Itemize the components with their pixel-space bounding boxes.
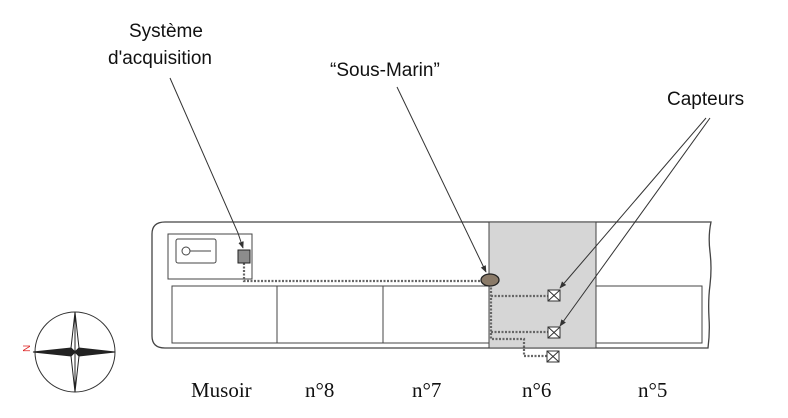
- section-label-musoir: Musoir: [191, 378, 252, 402]
- acquisition-label-line2: d'acquisition: [108, 48, 212, 69]
- pier-outline: [151, 221, 712, 349]
- section-n6-highlight: [488, 221, 597, 349]
- control-room-inner: [175, 238, 217, 264]
- section-label-n8: n°8: [305, 378, 334, 402]
- section-label-n7: n°7: [412, 378, 441, 402]
- cable-main: [242, 263, 481, 283]
- leader-capteur-1: [559, 117, 707, 289]
- control-room: [167, 233, 253, 280]
- caisson-musoir: [171, 285, 278, 344]
- sensor-2: [547, 326, 561, 339]
- leader-sous-marin: [396, 86, 487, 273]
- acquisition-label-line1: Système: [129, 21, 203, 42]
- section-label-n5: n°5: [638, 378, 667, 402]
- caisson-n5: [595, 285, 703, 344]
- sensors: [546, 289, 561, 363]
- cable-branch-vertical: [489, 284, 547, 358]
- capteurs-label: Capteurs: [667, 89, 744, 110]
- control-room-outline: [167, 233, 253, 280]
- sous-marin-label: “Sous-Marin”: [330, 60, 440, 81]
- sous-marin-node: [480, 273, 500, 287]
- control-room-symbol: [181, 246, 191, 256]
- caisson-n8: [276, 285, 384, 344]
- leader-capteur-2: [559, 117, 711, 327]
- cable-network: [242, 263, 548, 358]
- acquisition-system-box: [237, 249, 251, 264]
- sensor-3: [546, 350, 560, 363]
- sensor-1: [547, 289, 561, 302]
- leader-lines: [169, 77, 711, 327]
- compass-icon: N: [22, 311, 116, 393]
- caissons-row: [171, 285, 703, 344]
- leader-acquisition: [169, 77, 244, 249]
- compass-letter-n: N: [22, 345, 33, 352]
- caisson-n7: [382, 285, 490, 344]
- section-label-n6: n°6: [522, 378, 551, 402]
